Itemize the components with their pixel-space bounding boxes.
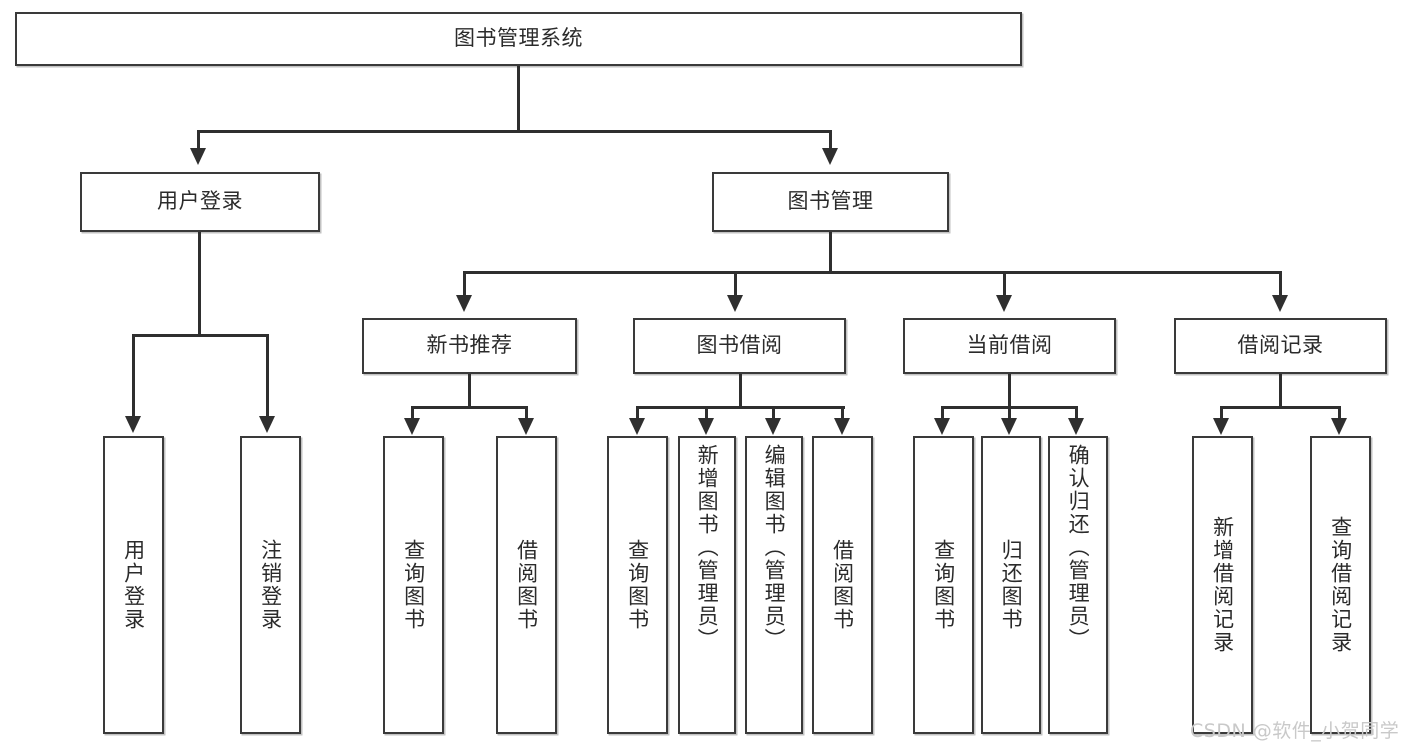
connector-borrow-record-stem bbox=[1279, 374, 1282, 408]
connector-book-borrow-leaf-4 bbox=[841, 406, 844, 420]
connector-book-borrow-leaf-3 bbox=[772, 406, 775, 420]
leaf-current-borrow-1[interactable]: 查询图书 bbox=[913, 436, 974, 734]
node-label: 新增图书（管理员） bbox=[695, 444, 720, 651]
connector-root-bar bbox=[197, 130, 832, 133]
connector-bm-to-new-book bbox=[463, 271, 466, 297]
arrowhead-current-borrow-leaf-1 bbox=[934, 418, 950, 435]
connector-book-borrow-bar bbox=[636, 406, 845, 409]
node-label: 归还图书 bbox=[999, 539, 1024, 631]
node-label: 借阅记录 bbox=[1237, 333, 1324, 358]
connector-user-login-to-leaf-1 bbox=[132, 334, 135, 418]
node-label: 查询图书 bbox=[401, 539, 426, 631]
node-label: 新增借阅记录 bbox=[1210, 516, 1235, 654]
node-label: 用户登录 bbox=[121, 539, 146, 631]
node-label: 查询借阅记录 bbox=[1328, 516, 1353, 654]
arrowhead-book-borrow-leaf-2 bbox=[698, 418, 714, 435]
node-label: 新书推荐 bbox=[426, 333, 513, 358]
connector-user-login-bar bbox=[132, 334, 269, 337]
node-borrow-record[interactable]: 借阅记录 bbox=[1174, 318, 1387, 374]
connector-new-book-leaf-1 bbox=[411, 406, 414, 420]
arrowhead-bm-borrow-record bbox=[1272, 295, 1288, 312]
leaf-book-borrow-4[interactable]: 借阅图书 bbox=[812, 436, 873, 734]
node-label: 借阅图书 bbox=[830, 539, 855, 631]
node-label: 借阅图书 bbox=[514, 539, 539, 631]
arrowhead-user-login-leaf-1 bbox=[125, 416, 141, 433]
leaf-borrow-record-2[interactable]: 查询借阅记录 bbox=[1310, 436, 1371, 734]
arrowhead-bm-new-book bbox=[456, 295, 472, 312]
node-book-borrow[interactable]: 图书借阅 bbox=[633, 318, 846, 374]
connector-book-borrow-leaf-1 bbox=[636, 406, 639, 420]
connector-current-borrow-stem bbox=[1008, 374, 1011, 408]
leaf-user-login-1[interactable]: 用户登录 bbox=[103, 436, 164, 734]
connector-bm-to-borrow-record bbox=[1279, 271, 1282, 297]
connector-root-stem bbox=[517, 66, 520, 132]
node-label: 当前借阅 bbox=[966, 333, 1053, 358]
node-label: 图书借阅 bbox=[696, 333, 783, 358]
node-label: 图书管理系统 bbox=[454, 26, 583, 51]
connector-book-management-bar bbox=[463, 271, 1282, 274]
node-current-borrow[interactable]: 当前借阅 bbox=[903, 318, 1116, 374]
connector-new-book-leaf-2 bbox=[525, 406, 528, 420]
connector-user-login-to-leaf-2 bbox=[266, 334, 269, 418]
node-root-book-management-system[interactable]: 图书管理系统 bbox=[15, 12, 1022, 66]
leaf-current-borrow-3[interactable]: 确认归还（管理员） bbox=[1048, 436, 1108, 734]
csdn-watermark: CSDN @软件_小贺同学 bbox=[1190, 720, 1400, 742]
leaf-user-login-2[interactable]: 注销登录 bbox=[240, 436, 301, 734]
arrowhead-root-to-book-management bbox=[822, 148, 838, 165]
connector-borrow-record-leaf-2 bbox=[1338, 406, 1341, 420]
arrowhead-current-borrow-leaf-2 bbox=[1001, 418, 1017, 435]
leaf-book-borrow-2[interactable]: 新增图书（管理员） bbox=[678, 436, 736, 734]
arrowhead-new-book-leaf-1 bbox=[404, 418, 420, 435]
connector-new-book-stem bbox=[468, 374, 471, 408]
node-label: 编辑图书（管理员） bbox=[762, 444, 787, 651]
connector-current-borrow-leaf-3 bbox=[1075, 406, 1078, 420]
arrowhead-user-login-leaf-2 bbox=[259, 416, 275, 433]
arrowhead-book-borrow-leaf-1 bbox=[629, 418, 645, 435]
node-new-book-recommend[interactable]: 新书推荐 bbox=[362, 318, 577, 374]
leaf-current-borrow-2[interactable]: 归还图书 bbox=[981, 436, 1041, 734]
node-user-login[interactable]: 用户登录 bbox=[80, 172, 320, 232]
arrowhead-root-to-user-login bbox=[190, 148, 206, 165]
connector-book-borrow-leaf-2 bbox=[705, 406, 708, 420]
connector-current-borrow-leaf-1 bbox=[941, 406, 944, 420]
connector-user-login-stem bbox=[198, 232, 201, 336]
connector-bm-to-current-borrow bbox=[1003, 271, 1006, 297]
arrowhead-new-book-leaf-2 bbox=[518, 418, 534, 435]
connector-root-to-user-login bbox=[197, 130, 200, 150]
arrowhead-borrow-record-leaf-1 bbox=[1213, 418, 1229, 435]
arrowhead-bm-book-borrow bbox=[727, 295, 743, 312]
arrowhead-bm-current-borrow bbox=[996, 295, 1012, 312]
leaf-borrow-record-1[interactable]: 新增借阅记录 bbox=[1192, 436, 1253, 734]
node-label: 图书管理 bbox=[787, 189, 874, 214]
leaf-new-book-1[interactable]: 查询图书 bbox=[383, 436, 444, 734]
arrowhead-current-borrow-leaf-3 bbox=[1068, 418, 1084, 435]
connector-current-borrow-leaf-2 bbox=[1008, 406, 1011, 420]
connector-bm-to-book-borrow bbox=[734, 271, 737, 297]
node-label: 用户登录 bbox=[157, 189, 243, 214]
arrowhead-book-borrow-leaf-4 bbox=[834, 418, 850, 435]
node-book-management[interactable]: 图书管理 bbox=[712, 172, 949, 232]
node-label: 查询图书 bbox=[931, 539, 956, 631]
connector-book-management-stem bbox=[829, 232, 832, 274]
arrowhead-borrow-record-leaf-2 bbox=[1331, 418, 1347, 435]
connector-book-borrow-stem bbox=[739, 374, 742, 408]
connector-new-book-bar bbox=[411, 406, 528, 409]
node-label: 注销登录 bbox=[258, 539, 283, 631]
connector-borrow-record-bar bbox=[1220, 406, 1341, 409]
node-label: 查询图书 bbox=[625, 539, 650, 631]
leaf-book-borrow-3[interactable]: 编辑图书（管理员） bbox=[745, 436, 803, 734]
arrowhead-book-borrow-leaf-3 bbox=[765, 418, 781, 435]
node-label: 确认归还（管理员） bbox=[1066, 444, 1091, 651]
leaf-book-borrow-1[interactable]: 查询图书 bbox=[607, 436, 668, 734]
connector-borrow-record-leaf-1 bbox=[1220, 406, 1223, 420]
leaf-new-book-2[interactable]: 借阅图书 bbox=[496, 436, 557, 734]
connector-root-to-book-management bbox=[829, 130, 832, 150]
